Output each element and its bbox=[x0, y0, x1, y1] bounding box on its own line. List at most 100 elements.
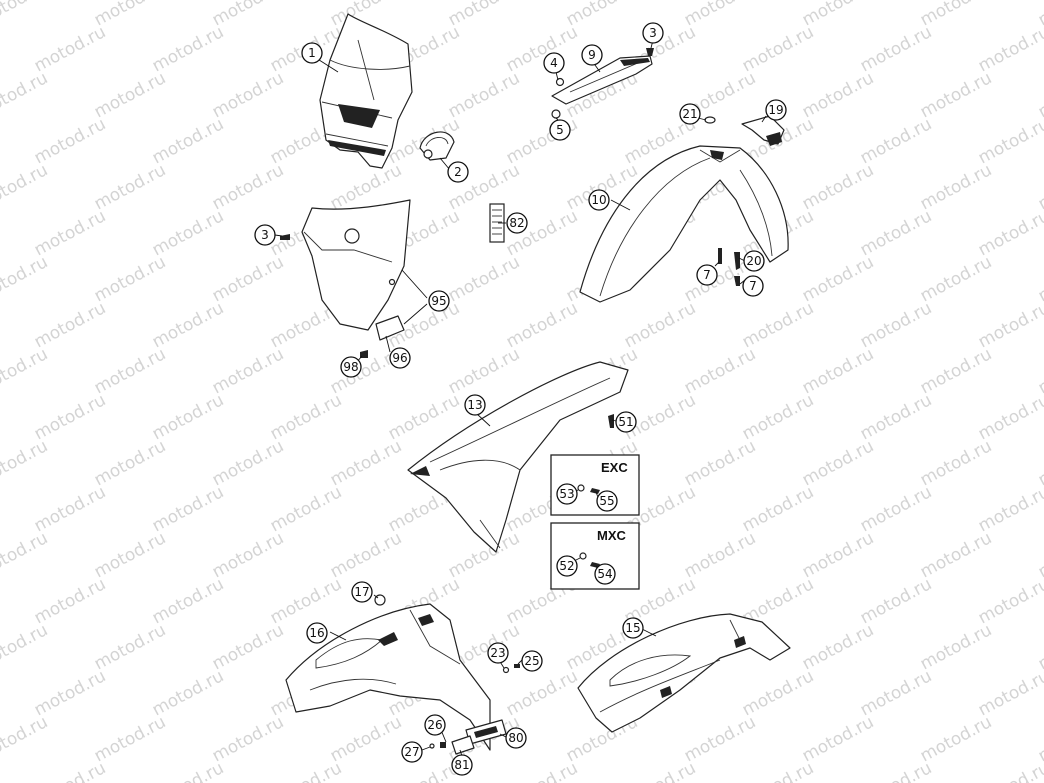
watermark-text: motod.ru bbox=[563, 0, 641, 30]
svg-text:17: 17 bbox=[354, 585, 369, 599]
watermark-text: motod.ru bbox=[799, 436, 877, 490]
watermark-text: motod.ru bbox=[681, 436, 759, 490]
watermark-text: motod.ru bbox=[0, 620, 51, 674]
svg-text:13: 13 bbox=[467, 398, 482, 412]
watermark-text: motod.ru bbox=[917, 68, 995, 122]
watermark-text: motod.ru bbox=[857, 574, 935, 628]
svg-text:5: 5 bbox=[556, 123, 564, 137]
watermark-text: motod.ru bbox=[0, 344, 51, 398]
watermark-text: motod.ru bbox=[681, 344, 759, 398]
watermark-text: motod.ru bbox=[0, 436, 51, 490]
callout-3-top: 3 bbox=[642, 22, 664, 44]
svg-text:16: 16 bbox=[309, 626, 324, 640]
watermark-text: motod.ru bbox=[385, 758, 463, 783]
callout-20: 20 bbox=[743, 250, 765, 272]
callout-19: 19 bbox=[765, 99, 787, 121]
watermark-text: motod.ru bbox=[91, 712, 169, 766]
watermark-text: motod.ru bbox=[91, 436, 169, 490]
watermark-text: motod.ru bbox=[739, 298, 817, 352]
svg-text:21: 21 bbox=[682, 107, 697, 121]
callout-23: 23 bbox=[487, 642, 509, 664]
watermark-text: motod.ru bbox=[91, 528, 169, 582]
side-panel-right bbox=[577, 613, 791, 733]
watermark-text: motod.ru bbox=[445, 68, 523, 122]
number-plate bbox=[301, 199, 411, 341]
watermark-text: motod.ru bbox=[31, 22, 109, 76]
svg-text:3: 3 bbox=[261, 228, 269, 242]
callout-15: 15 bbox=[622, 617, 644, 639]
watermark-text: motod.ru bbox=[857, 22, 935, 76]
callout-13: 13 bbox=[464, 394, 486, 416]
watermark-text: motod.ru bbox=[327, 712, 405, 766]
watermark-text: motod.ru bbox=[267, 482, 345, 536]
callout-54: 54 bbox=[594, 563, 616, 585]
watermark-text: motod.ru bbox=[149, 206, 227, 260]
callout-17: 17 bbox=[351, 581, 373, 603]
svg-text:3: 3 bbox=[649, 26, 657, 40]
watermark-text: motod.ru bbox=[917, 160, 995, 214]
watermark-text: motod.ru bbox=[681, 528, 759, 582]
watermark-text: motod.ru bbox=[503, 114, 581, 168]
watermark-text: motod.ru bbox=[799, 620, 877, 674]
callout-52: 52 bbox=[556, 555, 578, 577]
watermark-text: motod.ru bbox=[149, 390, 227, 444]
watermark-text: motod.ru bbox=[31, 666, 109, 720]
watermark-text: motod.ru bbox=[31, 390, 109, 444]
watermark-text: motod.ru bbox=[0, 528, 51, 582]
watermark-text: motod.ru bbox=[31, 206, 109, 260]
watermark-text: motod.ru bbox=[857, 390, 935, 444]
watermark-text: motod.ru bbox=[31, 298, 109, 352]
svg-text:55: 55 bbox=[599, 494, 614, 508]
watermark-text: motod.ru bbox=[975, 758, 1044, 783]
watermark-text: motod.ru bbox=[327, 528, 405, 582]
svg-text:2: 2 bbox=[454, 165, 462, 179]
watermark-text: motod.ru bbox=[857, 206, 935, 260]
watermark-text: motod.ru bbox=[385, 390, 463, 444]
screw-3-left bbox=[280, 234, 290, 240]
callout-2: 2 bbox=[447, 161, 469, 183]
watermark-text: motod.ru bbox=[149, 298, 227, 352]
watermark-text: motod.ru bbox=[0, 252, 51, 306]
watermark-text: motod.ru bbox=[503, 758, 581, 783]
svg-text:52: 52 bbox=[559, 559, 574, 573]
watermark-text: motod.ru bbox=[799, 344, 877, 398]
svg-text:1: 1 bbox=[308, 46, 316, 60]
watermark-text: motod.ru bbox=[209, 0, 287, 30]
svg-text:51: 51 bbox=[618, 415, 633, 429]
watermark-text: motod.ru bbox=[799, 160, 877, 214]
watermark-text: motod.ru bbox=[621, 298, 699, 352]
watermark-text: motod.ru bbox=[681, 712, 759, 766]
svg-text:25: 25 bbox=[524, 654, 539, 668]
side-panel-left bbox=[285, 603, 491, 751]
rear-fender bbox=[407, 361, 629, 553]
watermark-text: motod.ru bbox=[799, 528, 877, 582]
headlight-mask bbox=[319, 13, 413, 169]
svg-text:95: 95 bbox=[431, 294, 446, 308]
svg-text:4: 4 bbox=[550, 56, 558, 70]
callout-9: 9 bbox=[581, 44, 603, 66]
callout-26: 26 bbox=[424, 714, 446, 736]
callout-7a: 7 bbox=[696, 264, 718, 286]
watermark-text: motod.ru bbox=[209, 344, 287, 398]
watermark-text: motod.ru bbox=[0, 68, 51, 122]
watermark-text: motod.ru bbox=[209, 160, 287, 214]
watermark-text: motod.ru bbox=[149, 574, 227, 628]
watermark-text: motod.ru bbox=[267, 390, 345, 444]
callout-81: 81 bbox=[451, 754, 473, 776]
watermark-text: motod.ru bbox=[739, 482, 817, 536]
reflector-82 bbox=[489, 203, 505, 243]
bracket-81 bbox=[451, 735, 475, 755]
headlight-clamp bbox=[419, 131, 455, 161]
watermark-text: motod.ru bbox=[1035, 0, 1044, 30]
callout-1: 1 bbox=[301, 42, 323, 64]
watermark-text: motod.ru bbox=[621, 758, 699, 783]
watermark-text: motod.ru bbox=[91, 252, 169, 306]
watermark-text: motod.ru bbox=[267, 758, 345, 783]
watermark-text: motod.ru bbox=[503, 22, 581, 76]
watermark-text: motod.ru bbox=[917, 344, 995, 398]
watermark-text: motod.ru bbox=[739, 390, 817, 444]
callout-27: 27 bbox=[401, 741, 423, 763]
watermark-text: motod.ru bbox=[445, 344, 523, 398]
watermark-text: motod.ru bbox=[149, 114, 227, 168]
